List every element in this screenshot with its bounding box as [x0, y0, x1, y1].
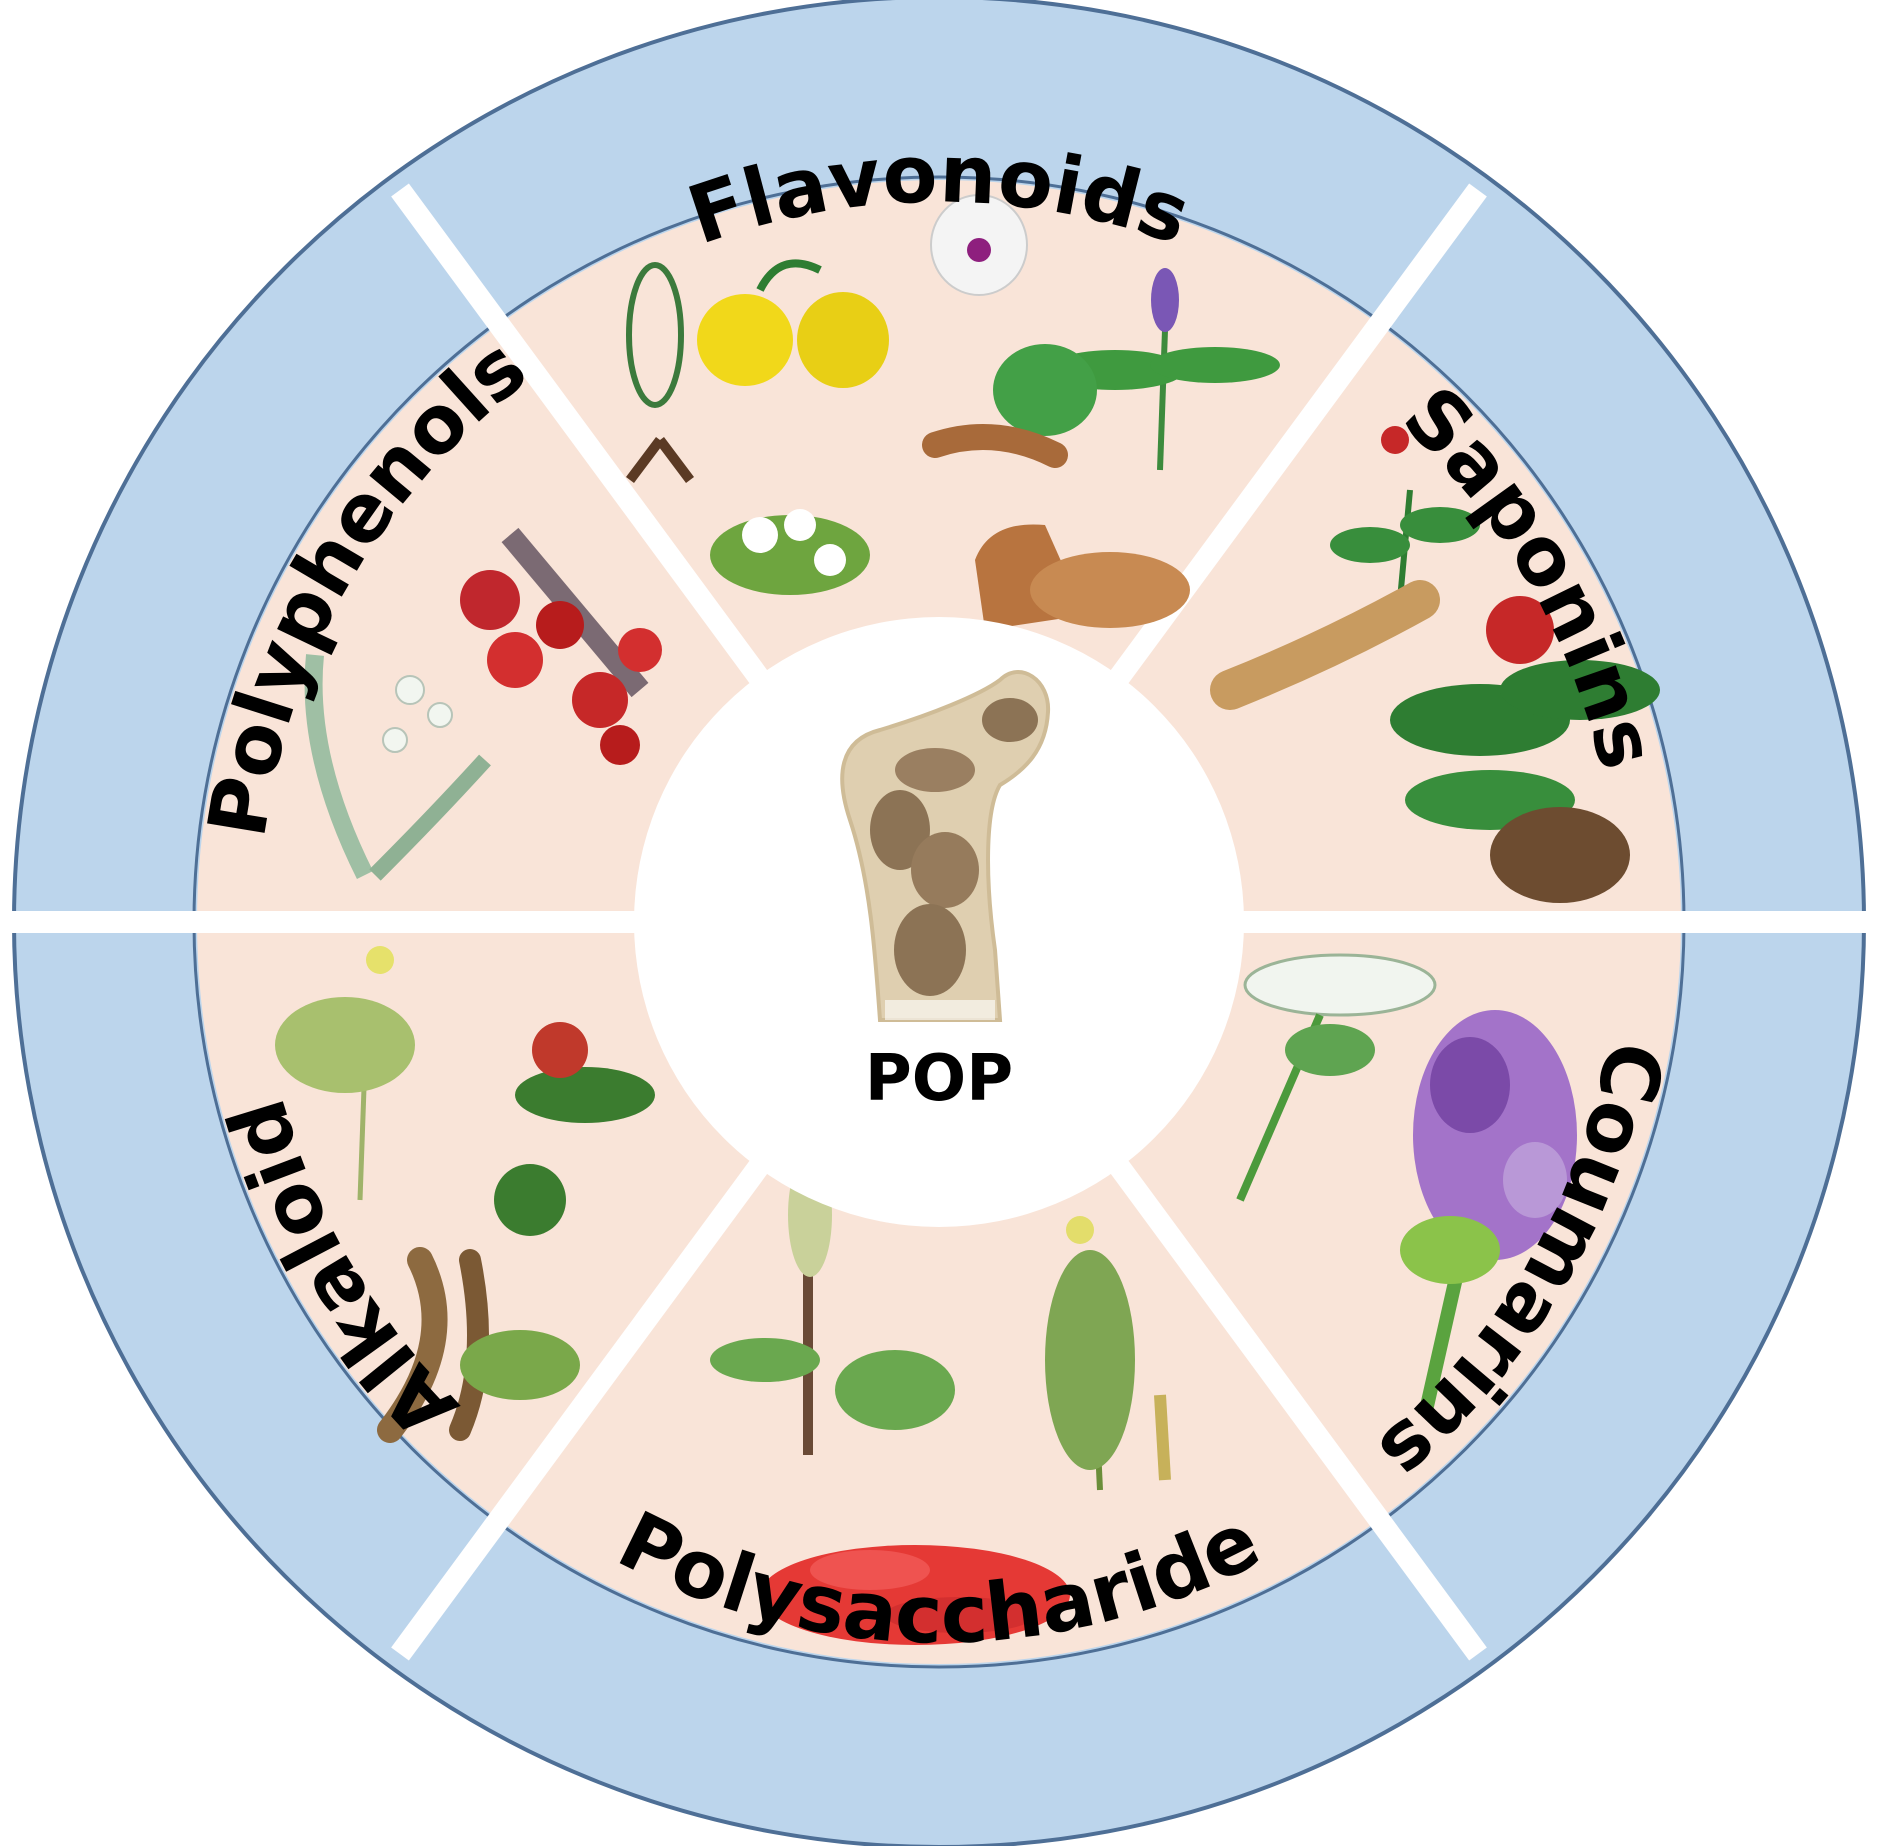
flavonoid-plants-icon: [626, 194, 1280, 630]
schisandra-and-lily-plants-icon: [304, 527, 662, 881]
umbel-and-clover-plants-icon: [1236, 953, 1577, 1417]
femur-bone-icon: [840, 670, 1051, 1022]
goji-and-herb-plants-icon: [710, 1153, 1171, 1645]
root-and-berry-plants-icon: [275, 946, 655, 1443]
center-label: POP: [865, 1042, 1013, 1116]
ginseng-plants-icon: [1210, 426, 1660, 903]
